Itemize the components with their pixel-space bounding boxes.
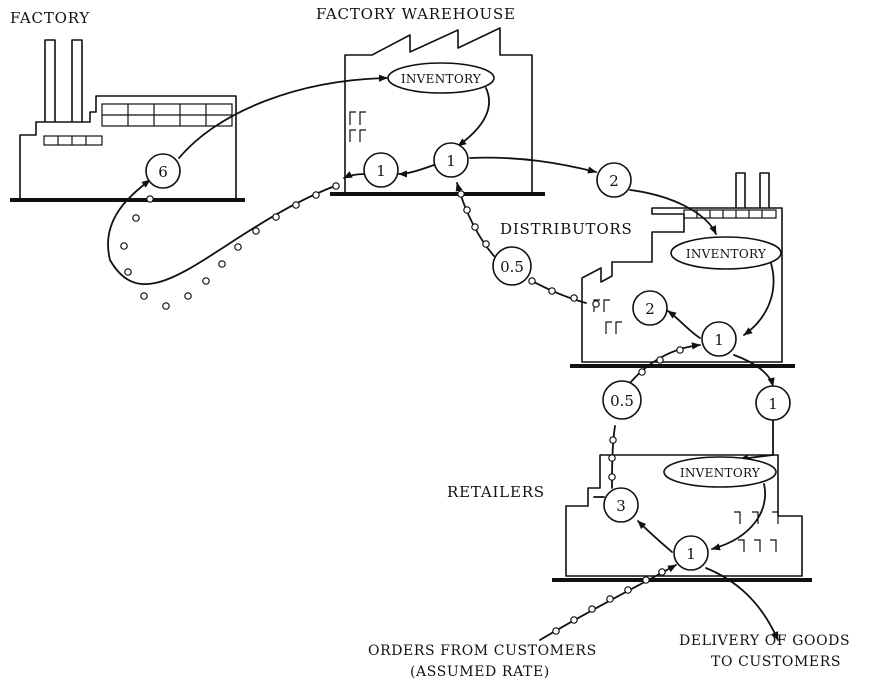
warehouse-inventory-label: INVENTORY: [401, 72, 482, 86]
delivery-of-goods-label: DELIVERY OF GOODS: [679, 633, 850, 649]
delay-distributor-order-mail: 0.5: [493, 247, 531, 285]
factory-label: FACTORY: [10, 9, 90, 27]
svg-text:2: 2: [645, 300, 655, 318]
delay-factory-production: 6: [146, 154, 180, 188]
delay-distributor-order-processing: 2: [633, 291, 667, 325]
delay-warehouse-to-distributor: 2: [597, 163, 631, 197]
svg-text:1: 1: [768, 395, 778, 413]
delay-distributor-to-retailer: 1: [756, 386, 790, 420]
svg-text:1: 1: [376, 162, 386, 180]
delay-warehouse-shipping: 1: [434, 143, 468, 177]
distributor-inventory: INVENTORY: [671, 237, 781, 269]
distributors-label: DISTRIBUTORS: [500, 220, 633, 238]
distributor-building: [570, 173, 795, 366]
delay-distributor-shipping: 1: [702, 322, 736, 356]
orders-from-customers-label: ORDERS FROM CUSTOMERS: [368, 643, 597, 659]
svg-text:2: 2: [609, 172, 619, 190]
svg-text:0.5: 0.5: [610, 392, 634, 410]
svg-text:1: 1: [714, 331, 724, 349]
warehouse-inventory: INVENTORY: [388, 63, 494, 93]
delay-warehouse-order-in: 1: [364, 153, 398, 187]
retailer-inventory-label: INVENTORY: [680, 466, 761, 480]
svg-text:3: 3: [616, 497, 626, 515]
to-customers-label: TO CUSTOMERS: [711, 654, 841, 670]
flow-to-retailer-inventory: [740, 420, 773, 459]
assumed-rate-label: (ASSUMED RATE): [410, 664, 550, 680]
svg-text:1: 1: [686, 545, 696, 563]
svg-text:6: 6: [158, 163, 168, 181]
svg-text:0.5: 0.5: [500, 258, 524, 276]
svg-text:1: 1: [446, 152, 456, 170]
retailers-label: RETAILERS: [447, 483, 545, 501]
delay-retailer-shipping: 1: [674, 536, 708, 570]
distributor-inventory-label: INVENTORY: [686, 247, 767, 261]
order-distributor-to-warehouse: [457, 183, 586, 303]
factory-warehouse-label: FACTORY WAREHOUSE: [316, 5, 516, 23]
retailer-inventory: INVENTORY: [664, 457, 776, 487]
delay-retailer-order-mail: 0.5: [603, 381, 641, 419]
factory-building: [10, 40, 245, 200]
delay-retailer-order-processing: 3: [604, 488, 638, 522]
